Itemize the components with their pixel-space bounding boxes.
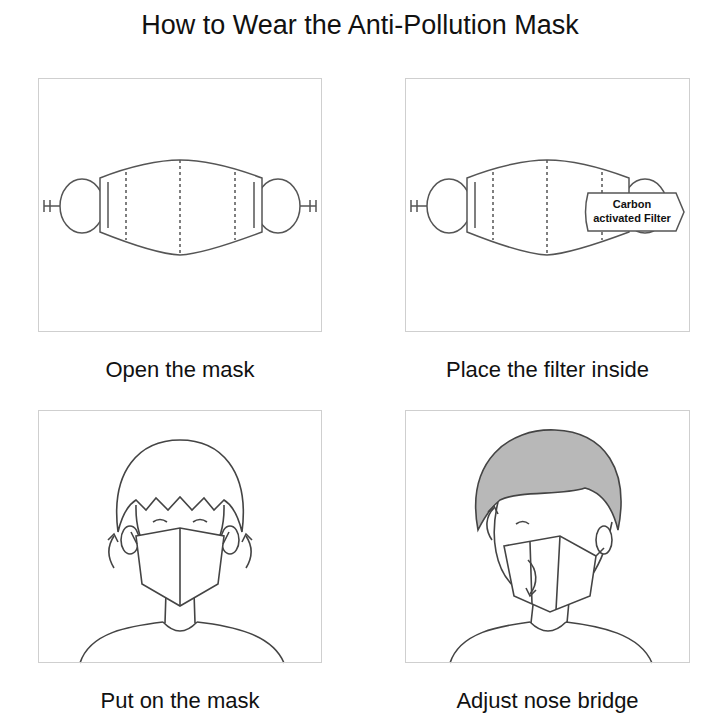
- person-side-part: [487, 508, 494, 540]
- mask-open-part: [126, 172, 235, 240]
- mask-with-filter-part: [474, 182, 476, 228]
- step-panel: Adjust nose bridge: [405, 410, 690, 663]
- person-side: [450, 430, 652, 663]
- person-side-part: [528, 560, 536, 594]
- mask-open-part: [300, 200, 316, 212]
- person-side-part: [488, 506, 498, 514]
- step-caption: Open the mask: [19, 357, 341, 383]
- person-front-part: [136, 528, 224, 606]
- step-caption: Place the filter inside: [386, 357, 709, 383]
- mask-open-part: [179, 160, 181, 255]
- person-front: [80, 440, 284, 663]
- person-side-part: [450, 622, 652, 663]
- mask-open-part: [100, 160, 262, 255]
- filter-shape: Carbon activated Filter: [582, 191, 686, 233]
- person-front-part: [153, 520, 207, 523]
- person-side-part: [516, 522, 529, 525]
- mask-with-filter-part: [546, 160, 548, 255]
- step-panel: Open the mask: [38, 78, 322, 332]
- person-side-part: [530, 622, 566, 631]
- person-front-part: [80, 622, 284, 663]
- step-caption: Put on the mask: [19, 688, 341, 714]
- mask-open-part: [60, 179, 104, 233]
- person-front-part: [242, 534, 252, 542]
- mask-open-part: [108, 182, 254, 228]
- person-side-part: [596, 526, 612, 554]
- step-panel: Put on the mask: [38, 410, 322, 663]
- filter-label: Carbon activated Filter: [592, 198, 672, 226]
- mask-with-filter-part: [427, 179, 471, 233]
- mask-open: [44, 160, 316, 255]
- mask-open-part: [44, 200, 60, 212]
- person-side-part: [504, 536, 596, 612]
- filter-outline: [586, 193, 685, 231]
- step-caption: Adjust nose bridge: [386, 688, 709, 714]
- person-front-part: [246, 536, 251, 568]
- person-front-part: [108, 534, 118, 542]
- person-side-part: [596, 548, 604, 556]
- mask-with-filter-part: [411, 200, 427, 212]
- person-front-part: [131, 532, 229, 544]
- step-panel: Place the filter insideCarbon activated …: [405, 78, 690, 332]
- title: How to Wear the Anti-Pollution Mask: [0, 10, 720, 41]
- person-side-part: [476, 430, 621, 530]
- person-front-part: [163, 622, 197, 631]
- person-front-part: [109, 536, 114, 568]
- person-front-part: [117, 440, 244, 532]
- person-side-part: [526, 588, 536, 596]
- person-front-part: [179, 528, 181, 606]
